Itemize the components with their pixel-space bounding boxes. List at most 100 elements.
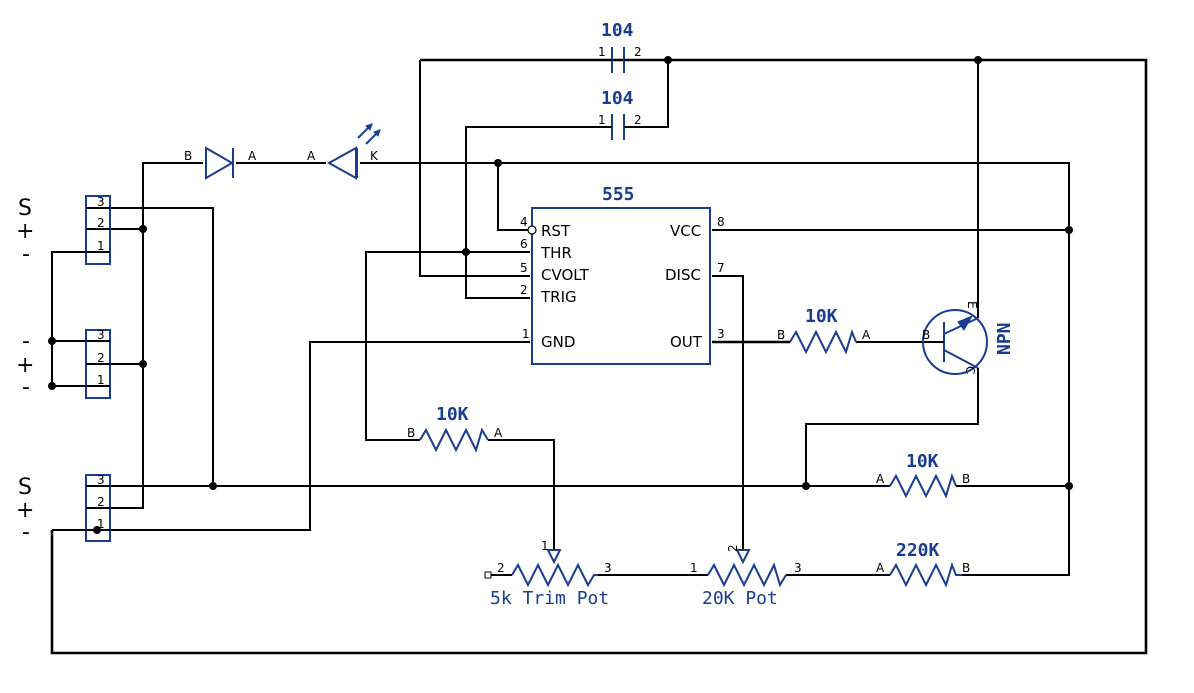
transistor-name: NPN bbox=[994, 322, 1015, 355]
junction-dot bbox=[139, 225, 147, 233]
trim-pot: 1 2 3 5k Trim Pot bbox=[484, 539, 612, 609]
wire-disc bbox=[712, 275, 744, 550]
connector-3: 3 2 1 S + - bbox=[16, 473, 111, 545]
transistor-collector bbox=[943, 349, 979, 369]
wire-conn1-pin3 bbox=[110, 207, 214, 486]
junction-dot bbox=[209, 482, 217, 490]
transistor-emitter-label: E bbox=[965, 301, 979, 309]
cap-value: 104 bbox=[601, 88, 634, 109]
junction-dot bbox=[48, 382, 56, 390]
resistor-pin-right: B bbox=[962, 472, 970, 486]
pin-name-thr: THR bbox=[540, 244, 572, 262]
cap-pin1: 1 bbox=[598, 45, 606, 59]
wire-cap2-left bbox=[465, 126, 600, 299]
led-arrowhead bbox=[365, 123, 373, 131]
pin-num-rst: 4 bbox=[520, 215, 528, 229]
ic-title: 555 bbox=[602, 184, 635, 205]
junction-dot bbox=[139, 360, 147, 368]
pin-name-vcc: VCC bbox=[670, 222, 701, 240]
connector-pin-label: 1 bbox=[97, 373, 105, 387]
capacitor-2: 104 1 2 bbox=[598, 88, 642, 140]
wire-conn1-pin1 bbox=[51, 251, 110, 387]
resistor-zigzag bbox=[419, 427, 489, 453]
resistor-zigzag bbox=[889, 472, 957, 499]
resistor-zigzag bbox=[789, 328, 857, 355]
resistor-value: 10K bbox=[436, 404, 469, 425]
wire-cap2-right bbox=[636, 60, 669, 128]
diode-anode-label: A bbox=[248, 149, 257, 163]
rst-inversion-bubble bbox=[527, 225, 537, 235]
pot-name: 5k Trim Pot bbox=[490, 588, 609, 609]
pin-num-out: 3 bbox=[717, 327, 725, 341]
pot-zigzag bbox=[707, 562, 787, 588]
pin-num-thr: 6 bbox=[520, 237, 528, 251]
connector-pin-label: 3 bbox=[97, 195, 105, 209]
junction-dot bbox=[48, 337, 56, 345]
pin-name-gnd: GND bbox=[541, 333, 575, 351]
resistor-pin-left: A bbox=[876, 472, 885, 486]
resistor-pin-left: B bbox=[407, 426, 415, 440]
resistor-value: 220K bbox=[896, 540, 940, 561]
connector-pin-label: 2 bbox=[97, 351, 105, 365]
diode-triangle bbox=[205, 146, 235, 180]
pin-name-out: OUT bbox=[670, 333, 703, 351]
resistor-pin-right: A bbox=[862, 328, 871, 342]
cap-pin2: 2 bbox=[634, 45, 642, 59]
pin-num-disc: 7 bbox=[717, 261, 725, 275]
connector-pin-label: 3 bbox=[97, 473, 105, 487]
connector-side-label: + bbox=[16, 219, 34, 244]
junctions bbox=[48, 56, 1073, 534]
connector-2: 3 2 1 - + - bbox=[16, 328, 111, 400]
resistor-value: 10K bbox=[906, 451, 939, 472]
connector-1: 3 2 1 S + - bbox=[16, 195, 111, 267]
pot-name: 20K Pot bbox=[702, 588, 778, 609]
wire-cvolt bbox=[419, 60, 530, 277]
junction-dot bbox=[1065, 226, 1073, 234]
resistor-out: 10K B A bbox=[777, 306, 871, 355]
capacitor-1: 104 1 2 bbox=[598, 20, 668, 73]
pin-num-gnd: 1 bbox=[522, 327, 530, 341]
connector-side-label: S bbox=[18, 196, 32, 221]
pot-zigzag bbox=[511, 562, 598, 588]
led: A K bbox=[307, 123, 381, 180]
wire-res1-trim bbox=[488, 439, 555, 550]
cap-value: 104 bbox=[601, 20, 634, 41]
npn-transistor: B E C NPN bbox=[922, 301, 1015, 376]
connector-pin-label: 2 bbox=[97, 216, 105, 230]
junction-dot bbox=[1065, 482, 1073, 490]
pin-name-cvolt: CVOLT bbox=[541, 266, 590, 284]
connector-pin-label: 2 bbox=[97, 495, 105, 509]
pot-pin-left: 1 bbox=[690, 561, 698, 575]
junction-dot bbox=[802, 482, 810, 490]
connector-pin-label: 1 bbox=[97, 517, 105, 531]
diode-cathode-label: B bbox=[184, 149, 192, 163]
wire-gnd bbox=[52, 341, 530, 531]
connector-side-label: - bbox=[22, 520, 30, 545]
pin-num-trig: 2 bbox=[520, 283, 528, 297]
wire-outer-top bbox=[50, 58, 1148, 655]
resistor-pin-right: A bbox=[494, 426, 503, 440]
wire-diode-left bbox=[110, 162, 203, 509]
connector-side-label: - bbox=[22, 375, 30, 400]
pot-wiper bbox=[735, 549, 751, 565]
connector-pin-label: 1 bbox=[97, 239, 105, 253]
connector-side-label: - bbox=[22, 329, 30, 354]
connector-side-label: + bbox=[16, 353, 34, 378]
wire-led-line bbox=[360, 162, 1070, 576]
ic-555: 555 4 RST 6 THR 5 CVOLT 2 TRIG 1 GND 8 V… bbox=[520, 184, 725, 365]
transistor-collector-label: C bbox=[963, 366, 977, 374]
led-anode-label: A bbox=[307, 149, 316, 163]
pot-pin-left: 2 bbox=[497, 561, 505, 575]
led-triangle bbox=[326, 146, 357, 180]
pot-wiper bbox=[546, 549, 562, 565]
junction-dot bbox=[462, 248, 470, 256]
transistor-emitter-arrow bbox=[957, 314, 974, 331]
wire-rst bbox=[497, 163, 530, 231]
trim-pot-terminal bbox=[484, 571, 492, 579]
pot-pin-right: 3 bbox=[604, 561, 612, 575]
pot-wiper-pin: 1 bbox=[541, 539, 549, 553]
pot-20k: 2 1 3 20K Pot bbox=[690, 544, 802, 609]
wire-thr-res bbox=[365, 251, 466, 441]
resistor-pin-left: A bbox=[876, 561, 885, 575]
